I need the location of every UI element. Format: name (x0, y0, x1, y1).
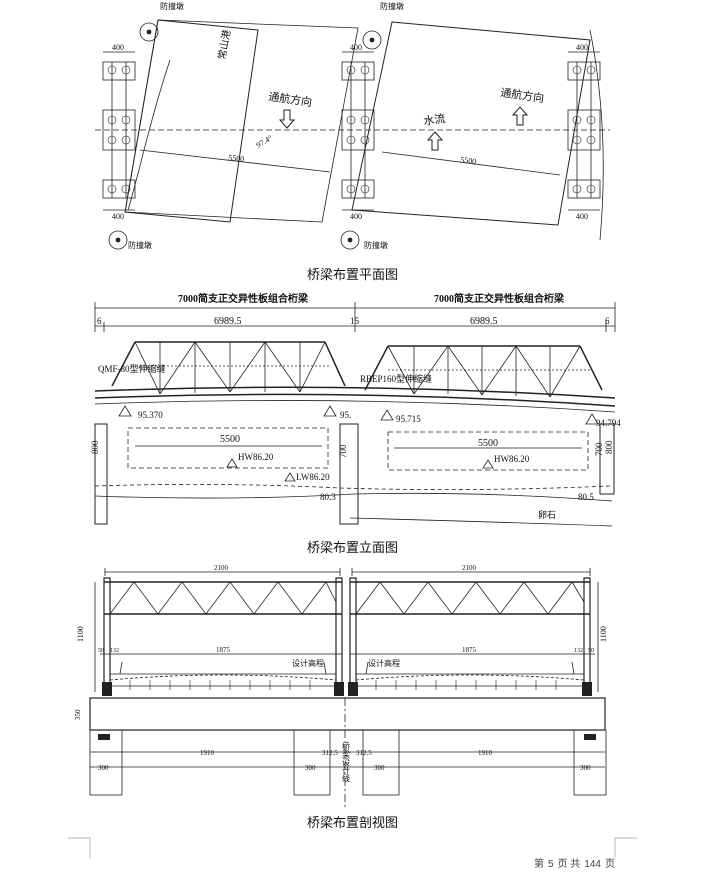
dim-label: 2100 (462, 564, 477, 572)
plan-caption: 桥梁布置平面图 (306, 267, 398, 282)
centerline-label: 桥梁设计线 (342, 741, 351, 782)
dim-label: 50 (588, 648, 594, 654)
elevation-label: 95. (340, 410, 351, 420)
design-elevation-label: 设计高程 (292, 658, 324, 668)
dim-label: 1910 (200, 749, 215, 757)
bottom-elevation: 80.5 (578, 492, 594, 502)
fender-label: 防撞墩 (128, 240, 152, 250)
dim-label: 6989.5 (214, 316, 242, 327)
dim-label: 400 (350, 43, 362, 52)
pier-dim: 800 (604, 440, 614, 454)
dim-label: 400 (576, 43, 588, 52)
high-water-label: HW86.20 (238, 452, 274, 462)
dim-label: 132 (574, 648, 583, 654)
dim-label: 300 (374, 764, 385, 772)
dim-label: 300 (98, 764, 109, 772)
dim-label: 300 (580, 764, 591, 772)
water-flow-label: 水流 (422, 111, 446, 128)
elevation-caption: 桥梁布置立面图 (306, 540, 398, 555)
bottom-elevation: 80.3 (320, 492, 336, 502)
expansion-joint-label: QMF-80型伸缩缝 (98, 363, 166, 374)
pier-dim: 700 (594, 442, 604, 456)
dim-label: 312.5 (322, 749, 338, 757)
span-dim: 5500 (220, 434, 240, 445)
pier-dim: 800 (90, 440, 100, 454)
dim-label: 6 (605, 316, 610, 326)
section-view-drawing: 2100 2100 1100 1100 50 132 1875 1875 132… (74, 564, 608, 807)
dim-label: 2100 (214, 564, 229, 572)
dim-label: 1100 (599, 626, 608, 642)
dim-label: 400 (350, 212, 362, 221)
fender-label: 防撞墩 (380, 1, 404, 11)
skew-angle: 97.4° (255, 133, 274, 149)
elevation-label: 95.370 (138, 410, 163, 420)
dim-label: 400 (112, 212, 124, 221)
dim-label: 1875 (216, 646, 231, 654)
span-dim: 5500 (228, 153, 245, 164)
plan-view-drawing: 防撞墩 防撞墩 防撞墩 防撞墩 400 400 400 400 400 400 … (95, 1, 610, 250)
elevation-label: 95.715 (396, 414, 421, 424)
dim-label: 1875 (462, 646, 477, 654)
dim-label: 132 (110, 648, 119, 654)
expansion-joint-label: RBEP160型伸缩缝 (360, 373, 432, 384)
dim-label: 1100 (76, 626, 85, 642)
dim-label: 400 (576, 212, 588, 221)
dim-label: 1910 (478, 749, 493, 757)
section-caption: 桥梁布置剖视图 (306, 815, 398, 830)
design-elevation-label: 设计高程 (368, 658, 400, 668)
page-total: 144 (584, 859, 601, 870)
dim-label: 15 (350, 316, 360, 326)
navigation-direction-label: 通航方向 (268, 89, 314, 109)
dim-label: 350 (74, 709, 82, 720)
dim-label: 50 (98, 648, 104, 654)
dim-label: 300 (305, 764, 316, 772)
span-dim: 5500 (460, 155, 477, 166)
gravel-label: 卵石 (538, 510, 556, 520)
span-title: 7000简支正交异性板组合桁梁 (434, 292, 565, 305)
low-water-label: LW86.20 (296, 472, 330, 482)
river-bank-label: 常山港 (215, 29, 233, 61)
fender-label: 防撞墩 (160, 1, 184, 11)
span-dim: 5500 (478, 438, 498, 449)
page-number: 5 (547, 859, 554, 870)
page-corner-marks (68, 837, 637, 858)
pier-dim: 700 (338, 444, 348, 458)
elevation-view-drawing: 7000简支正交异性板组合桁梁 7000简支正交异性板组合桁梁 6 15 6 6… (90, 292, 621, 527)
navigation-direction-label: 通航方向 (500, 85, 546, 105)
dim-label: 6989.5 (470, 316, 498, 327)
high-water-label: HW86.20 (494, 454, 530, 464)
elevation-label: 94.794 (596, 418, 621, 428)
span-title: 7000简支正交异性板组合桁梁 (178, 292, 309, 305)
fender-label: 防撞墩 (364, 240, 388, 250)
dim-label: 312.5 (356, 749, 372, 757)
dim-label: 6 (97, 316, 102, 326)
dim-label: 400 (112, 43, 124, 52)
